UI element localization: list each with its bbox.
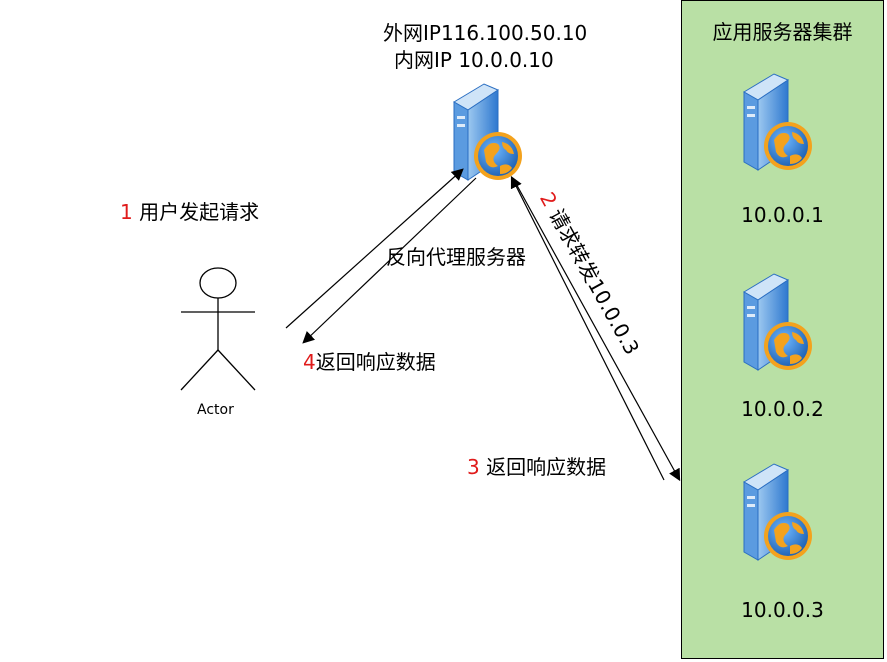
app-server-3-ip: 10.0.0.3 [741,598,824,622]
step-3-label: 3 返回响应数据 [467,455,606,479]
step-1-number: 1 [120,200,133,224]
app-server-2-ip: 10.0.0.2 [741,397,824,421]
arrow-response-to-proxy [510,175,665,481]
proxy-external-ip: 外网IP116.100.50.10 [383,21,588,45]
step-1-label: 1 用户发起请求 [120,200,259,224]
actor-label: Actor [197,402,234,418]
actor-figure [180,267,256,391]
step-4-label: 4返回响应数据 [303,350,436,374]
proxy-internal-ip: 内网IP 10.0.0.10 [394,48,554,72]
step-4-number: 4 [303,350,316,374]
arrow-forward-to-cluster [513,179,681,482]
step-4-text: 返回响应数据 [315,350,436,374]
step-3-text: 返回响应数据 [479,455,607,479]
proxy-name-label: 反向代理服务器 [386,245,526,269]
cluster-title: 应用服务器集群 [712,20,853,44]
step-1-text: 用户发起请求 [132,200,260,224]
app-server-1-ip: 10.0.0.1 [741,203,824,227]
step-3-number: 3 [467,455,480,479]
arrow-response-to-actor [302,177,477,344]
arrow-request-to-proxy [285,168,464,329]
